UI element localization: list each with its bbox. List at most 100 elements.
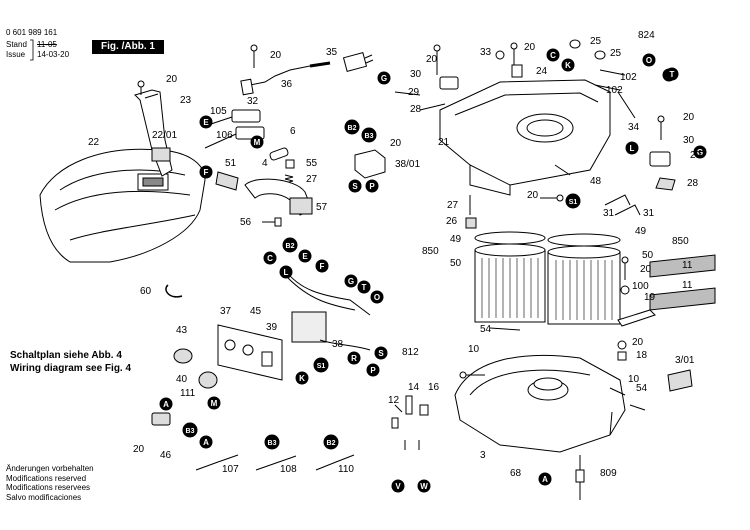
part-number-label: 4 [262,158,268,169]
part-number-label: 40 [176,374,188,385]
part-number-label: 38 [332,339,344,350]
svg-text:E: E [203,118,209,127]
part-number-label: 34 [628,122,640,133]
svg-text:V: V [395,482,401,491]
part-number-label: 20 [133,444,145,455]
part-number-label: 45 [250,306,262,317]
part-number-label: 809 [600,468,617,479]
connector-marker: C [263,251,277,265]
svg-text:F: F [204,168,209,177]
connector-marker: M [250,135,264,149]
part-number-label: 49 [450,234,462,245]
part-number-label: 100 [632,281,649,292]
part-number-label: 27 [306,174,318,185]
connector-marker: F [315,259,329,273]
svg-text:B2: B2 [286,243,295,250]
part-number-label: 102 [620,72,637,83]
svg-text:O: O [646,56,652,65]
issue-label: Issue [6,50,26,59]
connector-marker: R [347,351,361,365]
connector-marker: G [344,274,358,288]
svg-text:L: L [284,268,289,277]
part-number-label: 20 [390,138,402,149]
svg-text:P: P [370,366,376,375]
svg-text:M: M [254,138,261,147]
part-number-label: 56 [240,217,252,228]
connector-marker: K [561,58,575,72]
part-number-label: 21 [438,137,450,148]
svg-text:P: P [369,182,375,191]
svg-text:M: M [211,399,218,408]
footer-notes: Änderungen vorbehalten Modifications res… [6,464,94,502]
part-number-label: 18 [636,350,648,361]
connector-marker: E [199,115,213,129]
issue-value: 14-03-20 [37,50,70,59]
part-number-label: 46 [160,450,172,461]
svg-text:A: A [163,400,169,409]
wiring-note-en: Wiring diagram see Fig. 4 [10,363,132,374]
part-number-label: 23 [180,95,192,106]
wiring-note-de: Schaltplan siehe Abb. 4 [10,350,122,361]
part-number-label: 38/01 [395,159,420,170]
part-number-label: 33 [480,47,492,58]
svg-text:E: E [302,252,308,261]
connector-marker: P [366,363,380,377]
connector-marker: W [417,479,431,493]
connector-marker: P [365,179,379,193]
part-number-label: 43 [176,325,188,336]
part-number-label: 10 [628,374,640,385]
part-number-label: 105 [210,106,227,117]
svg-text:T: T [670,70,675,79]
connector-marker: S [348,179,362,193]
connector-marker: B3 [182,422,198,438]
svg-text:K: K [299,374,305,383]
svg-text:R: R [351,354,357,363]
part-number-label: 48 [590,176,602,187]
part-number-label: 30 [683,135,695,146]
svg-text:T: T [362,283,367,292]
connector-marker: C [546,48,560,62]
part-number-label: 824 [638,30,655,41]
svg-text:A: A [542,475,548,484]
part-number-label: 107 [222,464,239,475]
part-number-label: 25 [610,48,622,59]
part-number-label: 22 [88,137,100,148]
svg-text:G: G [381,74,387,83]
part-number-label: 111 [180,388,196,399]
part-number-label: 30 [410,69,422,80]
connector-marker: F [199,165,213,179]
part-number-label: 26 [446,216,458,227]
part-number-label: 27 [447,200,459,211]
part-number-label: 19 [644,292,656,303]
part-number-label: 24 [536,66,548,77]
part-number-label: 20 [632,337,644,348]
part-number-label: 32 [247,96,259,107]
stand-label: Stand [6,40,27,49]
svg-text:B3: B3 [268,440,277,447]
part-number-label: 20 [527,190,539,201]
part-number-label: 37 [220,306,232,317]
part-number-label: 57 [316,202,328,213]
svg-text:F: F [320,262,325,271]
part-number-label: 29 [408,87,420,98]
svg-text:B2: B2 [348,125,357,132]
connector-marker: V [391,479,405,493]
svg-text:O: O [374,293,380,302]
connector-marker: A [538,472,552,486]
part-number-label: 28 [410,104,422,115]
part-number-label: 22/01 [152,130,177,141]
svg-text:B3: B3 [365,133,374,140]
connector-marker: A [159,397,173,411]
part-number-label: 50 [642,250,654,261]
figure-label: Fig. /Abb. 1 [92,40,164,54]
part-number-label: 20 [270,50,282,61]
connector-marker: O [642,53,656,67]
connector-marker: B2 [344,119,360,135]
footer-line: Modifications reservees [6,483,91,492]
svg-text:B2: B2 [327,440,336,447]
connector-marker: E [298,249,312,263]
footer-line: Salvo modificaciones [6,492,82,502]
part-number-label: 850 [422,246,439,257]
part-number-label: 55 [306,158,318,169]
